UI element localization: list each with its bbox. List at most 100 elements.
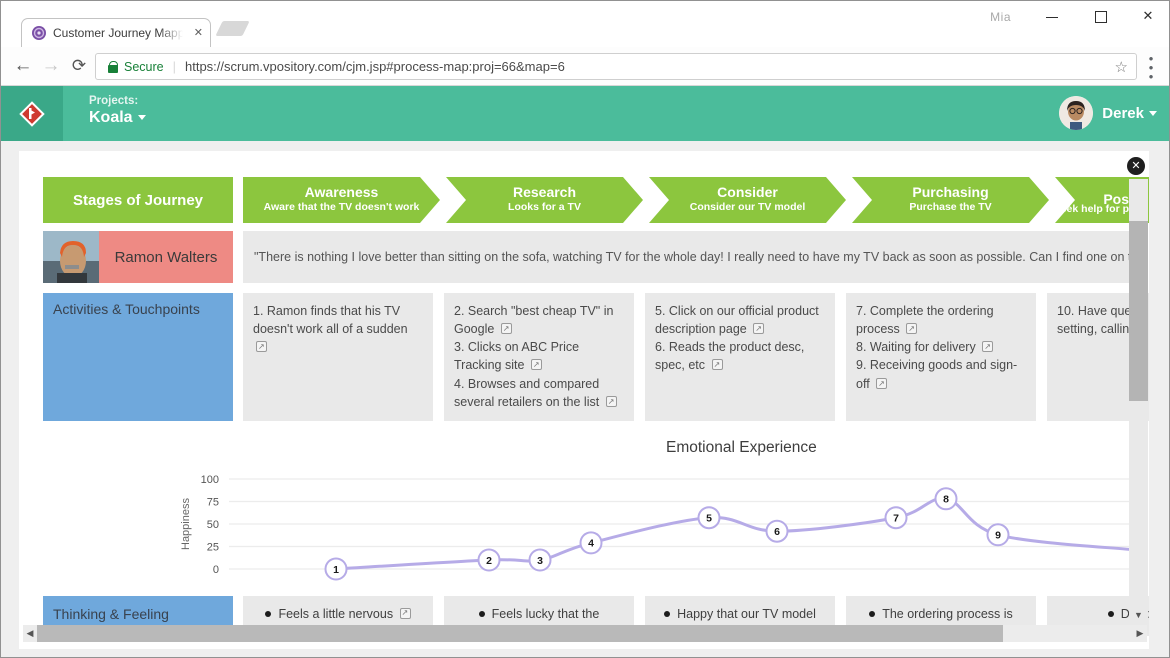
stage-title: Pos: [1103, 191, 1129, 207]
user-menu[interactable]: Derek: [1059, 96, 1157, 130]
bullet-icon: [869, 611, 876, 617]
reload-icon[interactable]: ⟳: [71, 56, 87, 75]
bullet-icon: [1107, 611, 1114, 617]
chrome-profile-name[interactable]: Mia: [990, 10, 1011, 24]
app-header: Projects: Koala Derek: [1, 86, 1169, 141]
panel-close-icon[interactable]: ✕: [1125, 155, 1147, 177]
svg-text:50: 50: [207, 519, 219, 531]
chart-point-3[interactable]: 3: [528, 548, 552, 572]
svg-text:3: 3: [537, 555, 543, 567]
stage-subtitle: Consider our TV model: [689, 201, 806, 213]
lock-icon: [108, 60, 119, 73]
browser-toolbar: ← → ⟳ Secure | https://scrum.vpository.c…: [1, 47, 1169, 86]
jump-to-icon[interactable]: [876, 377, 888, 389]
chevron-down-icon: [137, 115, 146, 120]
stages-header-cell: Stages of Journey: [43, 177, 233, 223]
activity-cell[interactable]: 2. Search "best cheap TV" in Google 3. C…: [444, 293, 634, 421]
url-text[interactable]: https://scrum.vpository.com/cjm.jsp#proc…: [185, 59, 565, 74]
tab-close-icon[interactable]: ✕: [193, 27, 203, 39]
svg-text:Happiness: Happiness: [180, 498, 192, 550]
jump-to-icon[interactable]: [500, 323, 512, 335]
horizontal-scrollbar[interactable]: ◀ ▶: [23, 625, 1147, 642]
jump-to-icon[interactable]: [982, 341, 994, 353]
chart-point-9[interactable]: 9: [986, 523, 1010, 547]
browser-tab[interactable]: Customer Journey Mappi ✕: [21, 18, 211, 47]
back-icon[interactable]: ←: [13, 55, 33, 76]
project-selector[interactable]: Koala: [89, 109, 146, 127]
activity-item: 2. Search "best cheap TV" in Google: [454, 302, 624, 338]
scroll-down-icon[interactable]: ▼: [1134, 610, 1143, 620]
horizontal-scrollbar-thumb[interactable]: [37, 625, 1003, 642]
activity-item: setting, calling: [1057, 322, 1137, 337]
vertical-scrollbar-thumb[interactable]: [1129, 221, 1148, 401]
stage-title: Consider: [717, 184, 778, 200]
address-bar[interactable]: Secure | https://scrum.vpository.com/cjm…: [95, 53, 1137, 80]
jump-to-icon[interactable]: [711, 359, 723, 371]
activity-cell[interactable]: 1. Ramon finds that his TV doesn't work …: [243, 293, 433, 421]
activity-item: 3. Clicks on ABC Price Tracking site: [454, 338, 624, 374]
window-close-icon[interactable]: ✕: [1142, 8, 1154, 23]
chart-point-6[interactable]: 6: [765, 519, 789, 543]
titlebar: Customer Journey Mappi ✕ Mia ✕: [1, 1, 1169, 47]
scroll-left-icon[interactable]: ◀: [26, 628, 34, 638]
activity-cell[interactable]: 7. Complete the ordering process 8. Wait…: [846, 293, 1036, 421]
vp-favicon: [32, 26, 46, 40]
new-tab-button[interactable]: [215, 21, 250, 36]
avatar: [1059, 96, 1094, 130]
vp-logo-block[interactable]: [1, 86, 63, 141]
url-divider: |: [172, 59, 176, 74]
persona-name-cell[interactable]: Ramon Walters: [99, 231, 233, 283]
persona-quote-cell: "There is nothing I love better than sit…: [243, 231, 1145, 283]
chart-title: Emotional Experience: [666, 439, 817, 456]
jump-to-icon[interactable]: [906, 323, 918, 335]
svg-text:6: 6: [774, 526, 780, 538]
user-name: Derek: [1102, 105, 1157, 122]
chart-point-8[interactable]: 8: [934, 487, 958, 511]
svg-text:5: 5: [706, 513, 712, 525]
persona-photo: [43, 231, 99, 283]
jump-to-icon[interactable]: [753, 323, 765, 335]
chart-point-4[interactable]: 4: [579, 531, 603, 555]
bookmark-star-icon[interactable]: ☆: [1114, 58, 1128, 76]
chrome-menu-icon[interactable]: •••: [1148, 51, 1154, 84]
activity-item: 1. Ramon finds that his TV doesn't work …: [253, 302, 423, 356]
chart-point-5[interactable]: 5: [697, 506, 721, 530]
svg-text:75: 75: [207, 497, 219, 509]
svg-text:8: 8: [943, 494, 949, 506]
activity-item: 10. Have ques: [1057, 304, 1138, 318]
window-controls: ✕: [1045, 9, 1155, 23]
svg-text:9: 9: [995, 530, 1001, 542]
chart-point-7[interactable]: 7: [884, 506, 908, 530]
vertical-scrollbar[interactable]: ▼: [1129, 179, 1148, 623]
vp-logo-icon: [19, 100, 45, 127]
maximize-icon[interactable]: [1093, 9, 1107, 23]
jump-to-icon[interactable]: [530, 359, 542, 371]
jump-to-icon[interactable]: [605, 395, 617, 407]
scroll-right-icon[interactable]: ▶: [1136, 628, 1144, 638]
stage-subtitle: Purchase the TV: [909, 201, 992, 213]
svg-text:100: 100: [201, 474, 219, 486]
stage-title: Research: [512, 184, 577, 200]
svg-text:25: 25: [207, 542, 219, 554]
svg-text:7: 7: [893, 513, 899, 525]
activity-cell[interactable]: 5. Click on our official product descrip…: [645, 293, 835, 421]
chart-point-2[interactable]: 2: [477, 548, 501, 572]
chevron-down-icon: [1149, 110, 1157, 116]
minimize-icon[interactable]: [1045, 9, 1059, 23]
jump-to-icon[interactable]: [256, 341, 267, 353]
chart-point-1[interactable]: 1: [324, 557, 348, 581]
svg-text:4: 4: [588, 538, 594, 550]
jump-to-icon[interactable]: [399, 608, 411, 619]
activity-item: 6. Reads the product desc, spec, etc: [655, 338, 825, 374]
svg-text:1: 1: [333, 564, 339, 576]
stage-title: Purchasing: [912, 184, 989, 200]
activity-item: 7. Complete the ordering process: [856, 302, 1026, 338]
forward-icon[interactable]: →: [41, 55, 61, 76]
